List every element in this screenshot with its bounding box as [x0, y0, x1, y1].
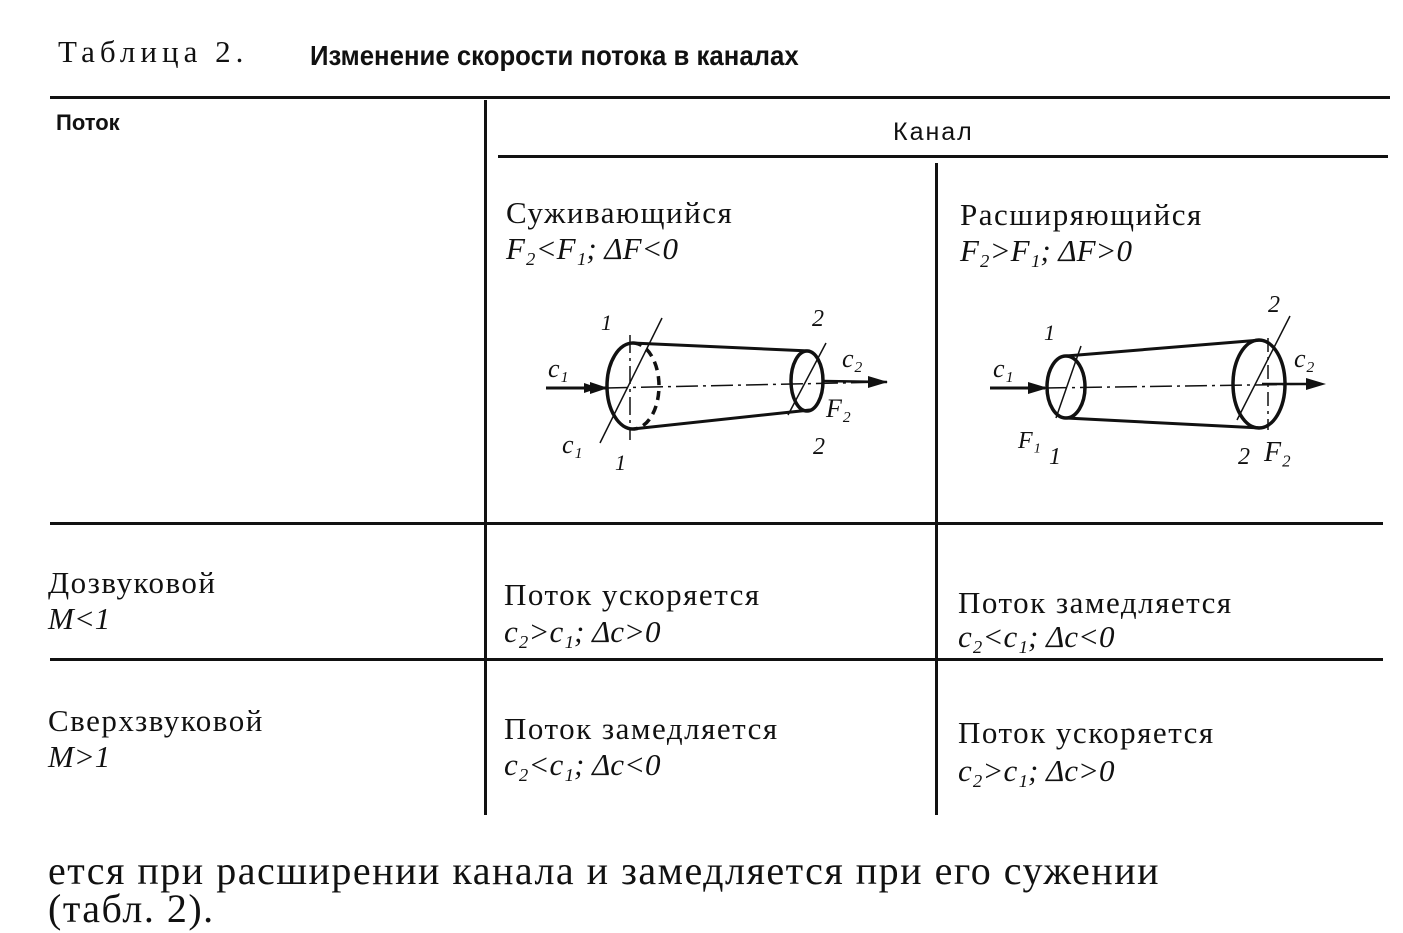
- converging-section2-top-label: 2: [812, 306, 824, 332]
- diverging-f1-label: F₁: [1018, 428, 1042, 454]
- diverging-header-label: Расширяющийся: [960, 197, 1203, 232]
- table-caption-title: Изменение скорости потока в каналах: [310, 40, 799, 71]
- converging-header-label: Суживающийся: [506, 195, 734, 230]
- diverging-c2-outlet-label: c₂: [1294, 344, 1315, 373]
- row-supersonic-diverging-text: Поток ускоряется: [958, 715, 1215, 750]
- row-supersonic-flow-label: Сверхзвуковой: [48, 703, 264, 738]
- header-bottom-rule: [50, 522, 1383, 525]
- row-supersonic-converging-formula: c₂<c₁; Δc<0: [504, 747, 661, 782]
- body-text-line-1: ется при расширении канала и замедляется…: [48, 848, 1161, 893]
- row1-bottom-rule: [50, 658, 1383, 661]
- converging-c1-lower-label: c₁: [562, 430, 583, 459]
- row-subsonic-diverging-formula: c₂<c₁; Δc<0: [958, 619, 1115, 654]
- diverging-section1-top-label: 1: [1044, 320, 1055, 345]
- channel-header-rule: [498, 155, 1388, 158]
- table-caption-prefix: Таблица 2.: [58, 34, 249, 69]
- body-text-line-2: (табл. 2).: [48, 886, 215, 931]
- diverging-f2-label: F₂: [1264, 437, 1291, 468]
- diverging-c1-inlet-label: c₁: [993, 354, 1014, 383]
- row-subsonic-converging-formula: c₂>c₁; Δc>0: [504, 614, 661, 649]
- converging-section2-bottom-label: 2: [813, 434, 825, 460]
- converging-section1-top-label: 1: [601, 310, 612, 335]
- row-subsonic-mach: M<1: [48, 601, 111, 636]
- converging-c1-inlet-label: c₁: [548, 354, 569, 383]
- row-subsonic-diverging-text: Поток замедляется: [958, 585, 1233, 620]
- channel-column-header: Канал: [893, 118, 974, 146]
- converging-header-formula: F₂<F₁; ΔF<0: [506, 231, 678, 266]
- converging-section1-bottom-label: 1: [615, 450, 626, 475]
- converging-f2-label: F₂: [826, 394, 851, 423]
- diverging-section2-bottom-label: 2: [1238, 444, 1250, 470]
- flow-column-header: Поток: [56, 110, 120, 135]
- diverging-header-formula: F₂>F₁; ΔF>0: [960, 233, 1132, 268]
- column-divider-2: [935, 163, 938, 815]
- row-subsonic-converging-text: Поток ускоряется: [504, 577, 761, 612]
- row-supersonic-converging-text: Поток замедляется: [504, 711, 779, 746]
- diverging-section1-bottom-label: 1: [1049, 444, 1061, 470]
- row-subsonic-flow-label: Дозвуковой: [48, 565, 217, 600]
- row-supersonic-mach: M>1: [48, 739, 111, 774]
- converging-c2-outlet-label: c₂: [842, 344, 863, 373]
- row-supersonic-diverging-formula: c₂>c₁; Δc>0: [958, 753, 1115, 788]
- column-divider-1: [484, 100, 487, 815]
- table-top-rule: [50, 96, 1390, 99]
- diverging-section2-top-label: 2: [1268, 292, 1280, 318]
